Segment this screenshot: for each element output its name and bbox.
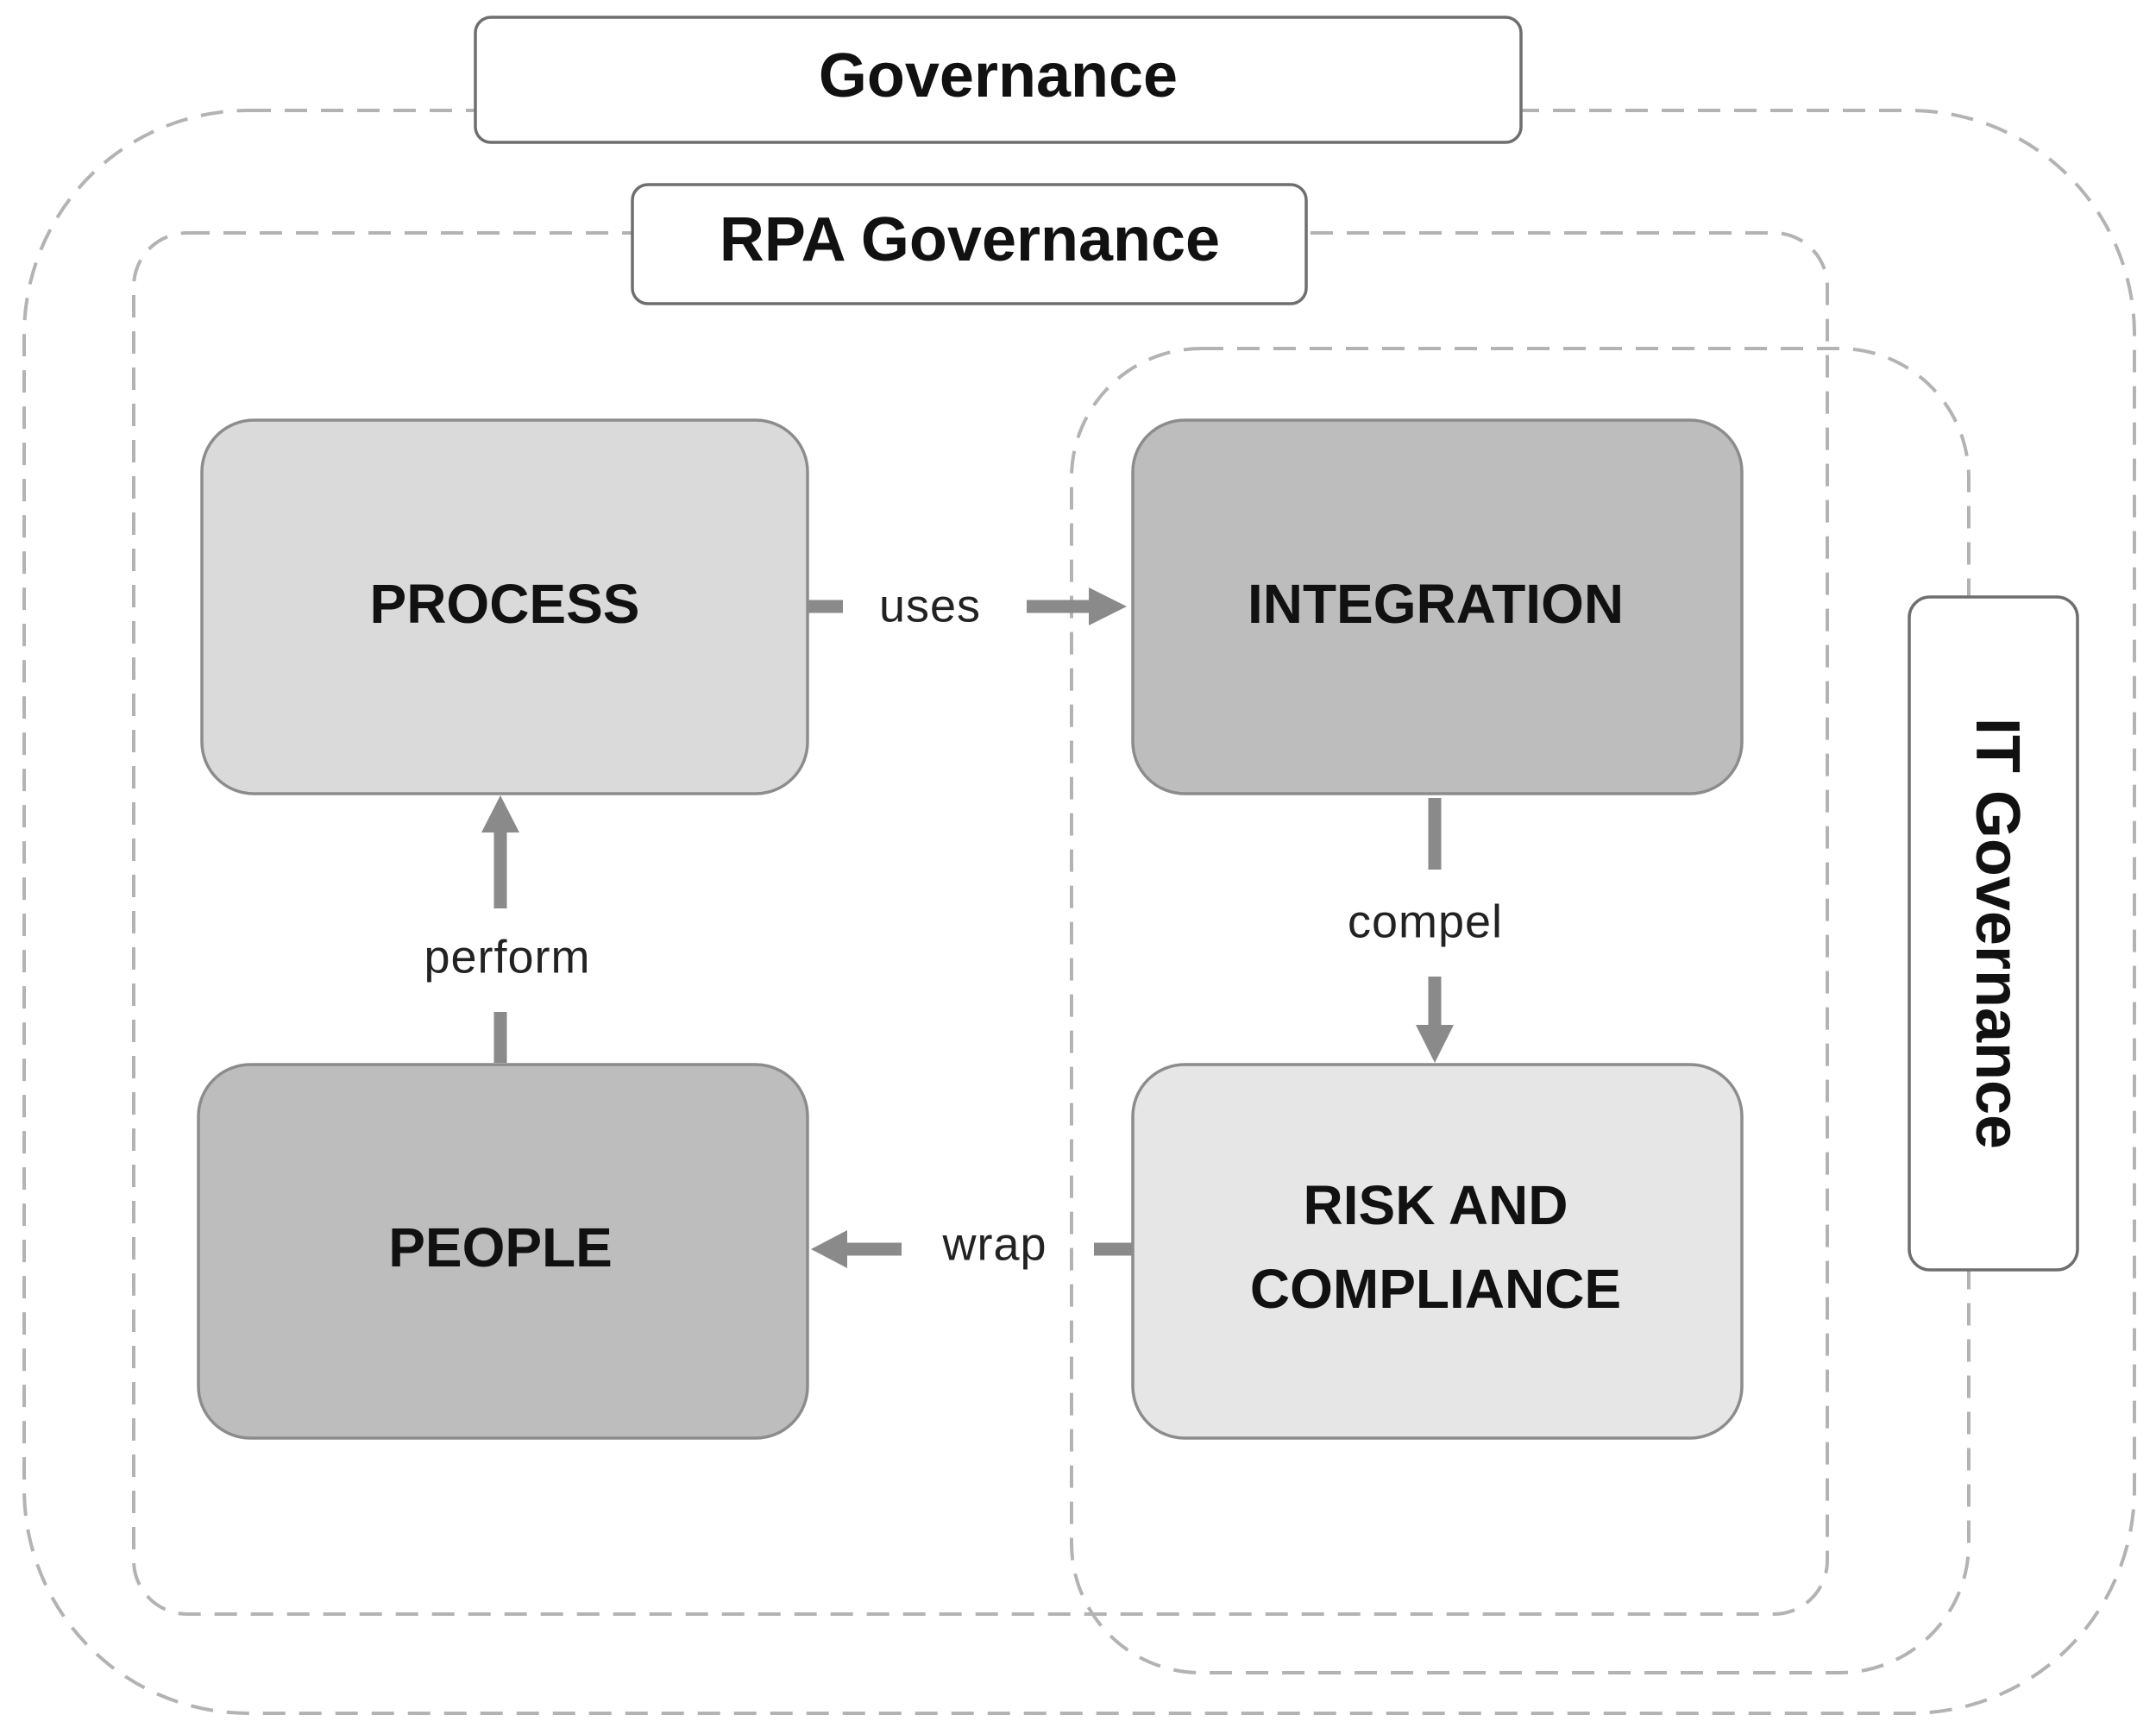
uses-arrowhead: [1089, 587, 1127, 625]
wrap-label: wrap: [941, 1218, 1047, 1270]
risk-label-line2: COMPLIANCE: [1250, 1258, 1621, 1320]
it-governance-frame: [1070, 347, 1971, 1674]
it-governance-title: IT Governance: [1963, 718, 2032, 1149]
people-node: PEOPLE: [197, 1063, 809, 1440]
governance-frame: [22, 109, 2136, 1715]
risk-and-compliance-node: RISK AND COMPLIANCE: [1131, 1063, 1744, 1440]
people-label: PEOPLE: [388, 1216, 613, 1279]
perform-arrowhead: [481, 795, 519, 832]
governance-label: Governance: [474, 16, 1523, 144]
compel-arrowhead: [1416, 1025, 1454, 1063]
integration-node: INTEGRATION: [1131, 418, 1744, 795]
governance-title: Governance: [819, 41, 1178, 110]
rpa-governance-frame: [132, 231, 1829, 1616]
process-label: PROCESS: [370, 573, 640, 635]
wrap-arrowhead: [811, 1230, 847, 1268]
rpa-governance-label: RPA Governance: [631, 183, 1308, 305]
risk-label-line1: RISK AND: [1304, 1174, 1568, 1236]
process-node: PROCESS: [200, 418, 809, 795]
it-governance-label: IT Governance: [1908, 595, 2079, 1272]
perform-label: perform: [424, 931, 590, 983]
compel-label: compel: [1348, 895, 1503, 947]
uses-label: uses: [879, 580, 981, 631]
rpa-governance-title: RPA Governance: [720, 205, 1220, 274]
integration-label: INTEGRATION: [1248, 573, 1624, 635]
